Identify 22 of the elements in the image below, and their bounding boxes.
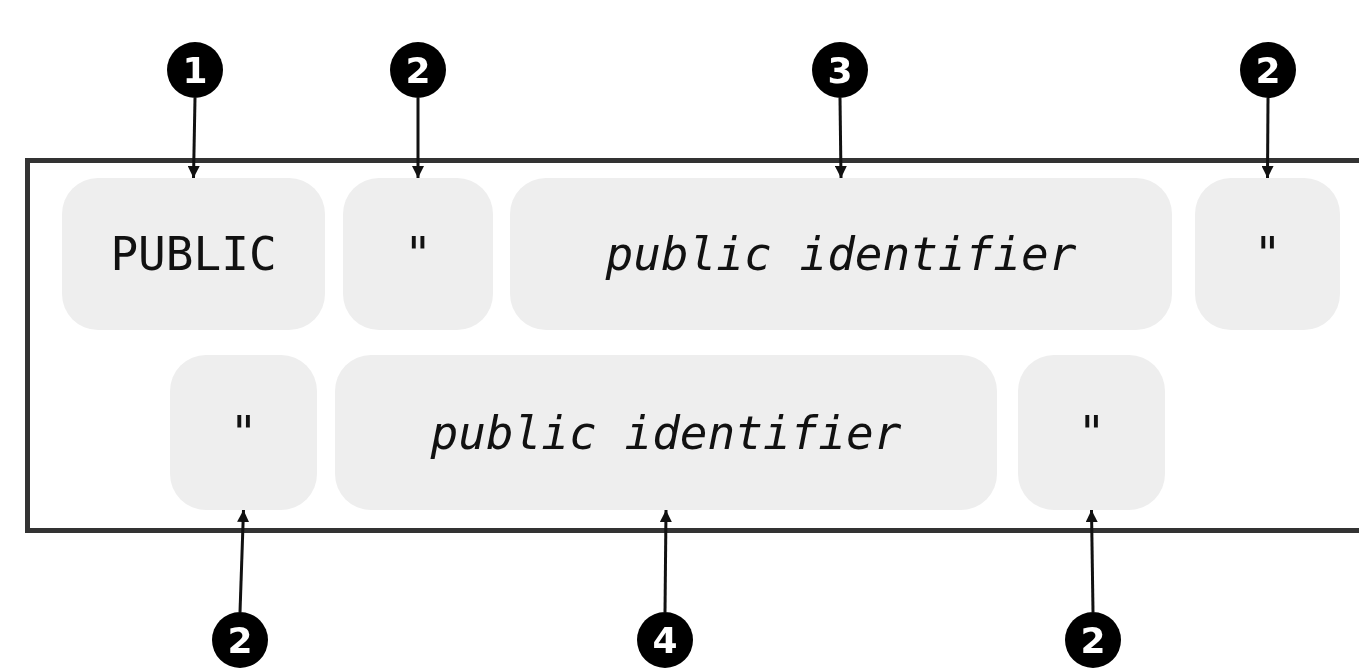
callout-number: 1 bbox=[167, 42, 223, 98]
syntax-token: public identifier bbox=[510, 178, 1172, 330]
callout-number: 2 bbox=[390, 42, 446, 98]
leader-arrow bbox=[412, 98, 424, 178]
syntax-token: public identifier bbox=[335, 355, 997, 510]
leader-arrow bbox=[659, 510, 672, 612]
syntax-token: PUBLIC bbox=[62, 178, 325, 330]
syntax-token: " bbox=[170, 355, 317, 510]
syntax-token: " bbox=[343, 178, 493, 330]
syntax-token: " bbox=[1018, 355, 1165, 510]
leader-arrow bbox=[1261, 98, 1274, 178]
leader-arrow bbox=[1085, 509, 1098, 613]
leader-arrow bbox=[187, 97, 200, 179]
frame-box bbox=[25, 158, 1359, 533]
leader-arrow bbox=[237, 509, 250, 613]
callout-number: 4 bbox=[637, 612, 693, 668]
callout-number: 2 bbox=[1240, 42, 1296, 98]
callout-number: 2 bbox=[212, 612, 268, 668]
callout-number: 2 bbox=[1065, 612, 1121, 668]
callout-number: 3 bbox=[812, 42, 868, 98]
syntax-token: " bbox=[1195, 178, 1340, 330]
leader-arrow bbox=[834, 97, 847, 179]
